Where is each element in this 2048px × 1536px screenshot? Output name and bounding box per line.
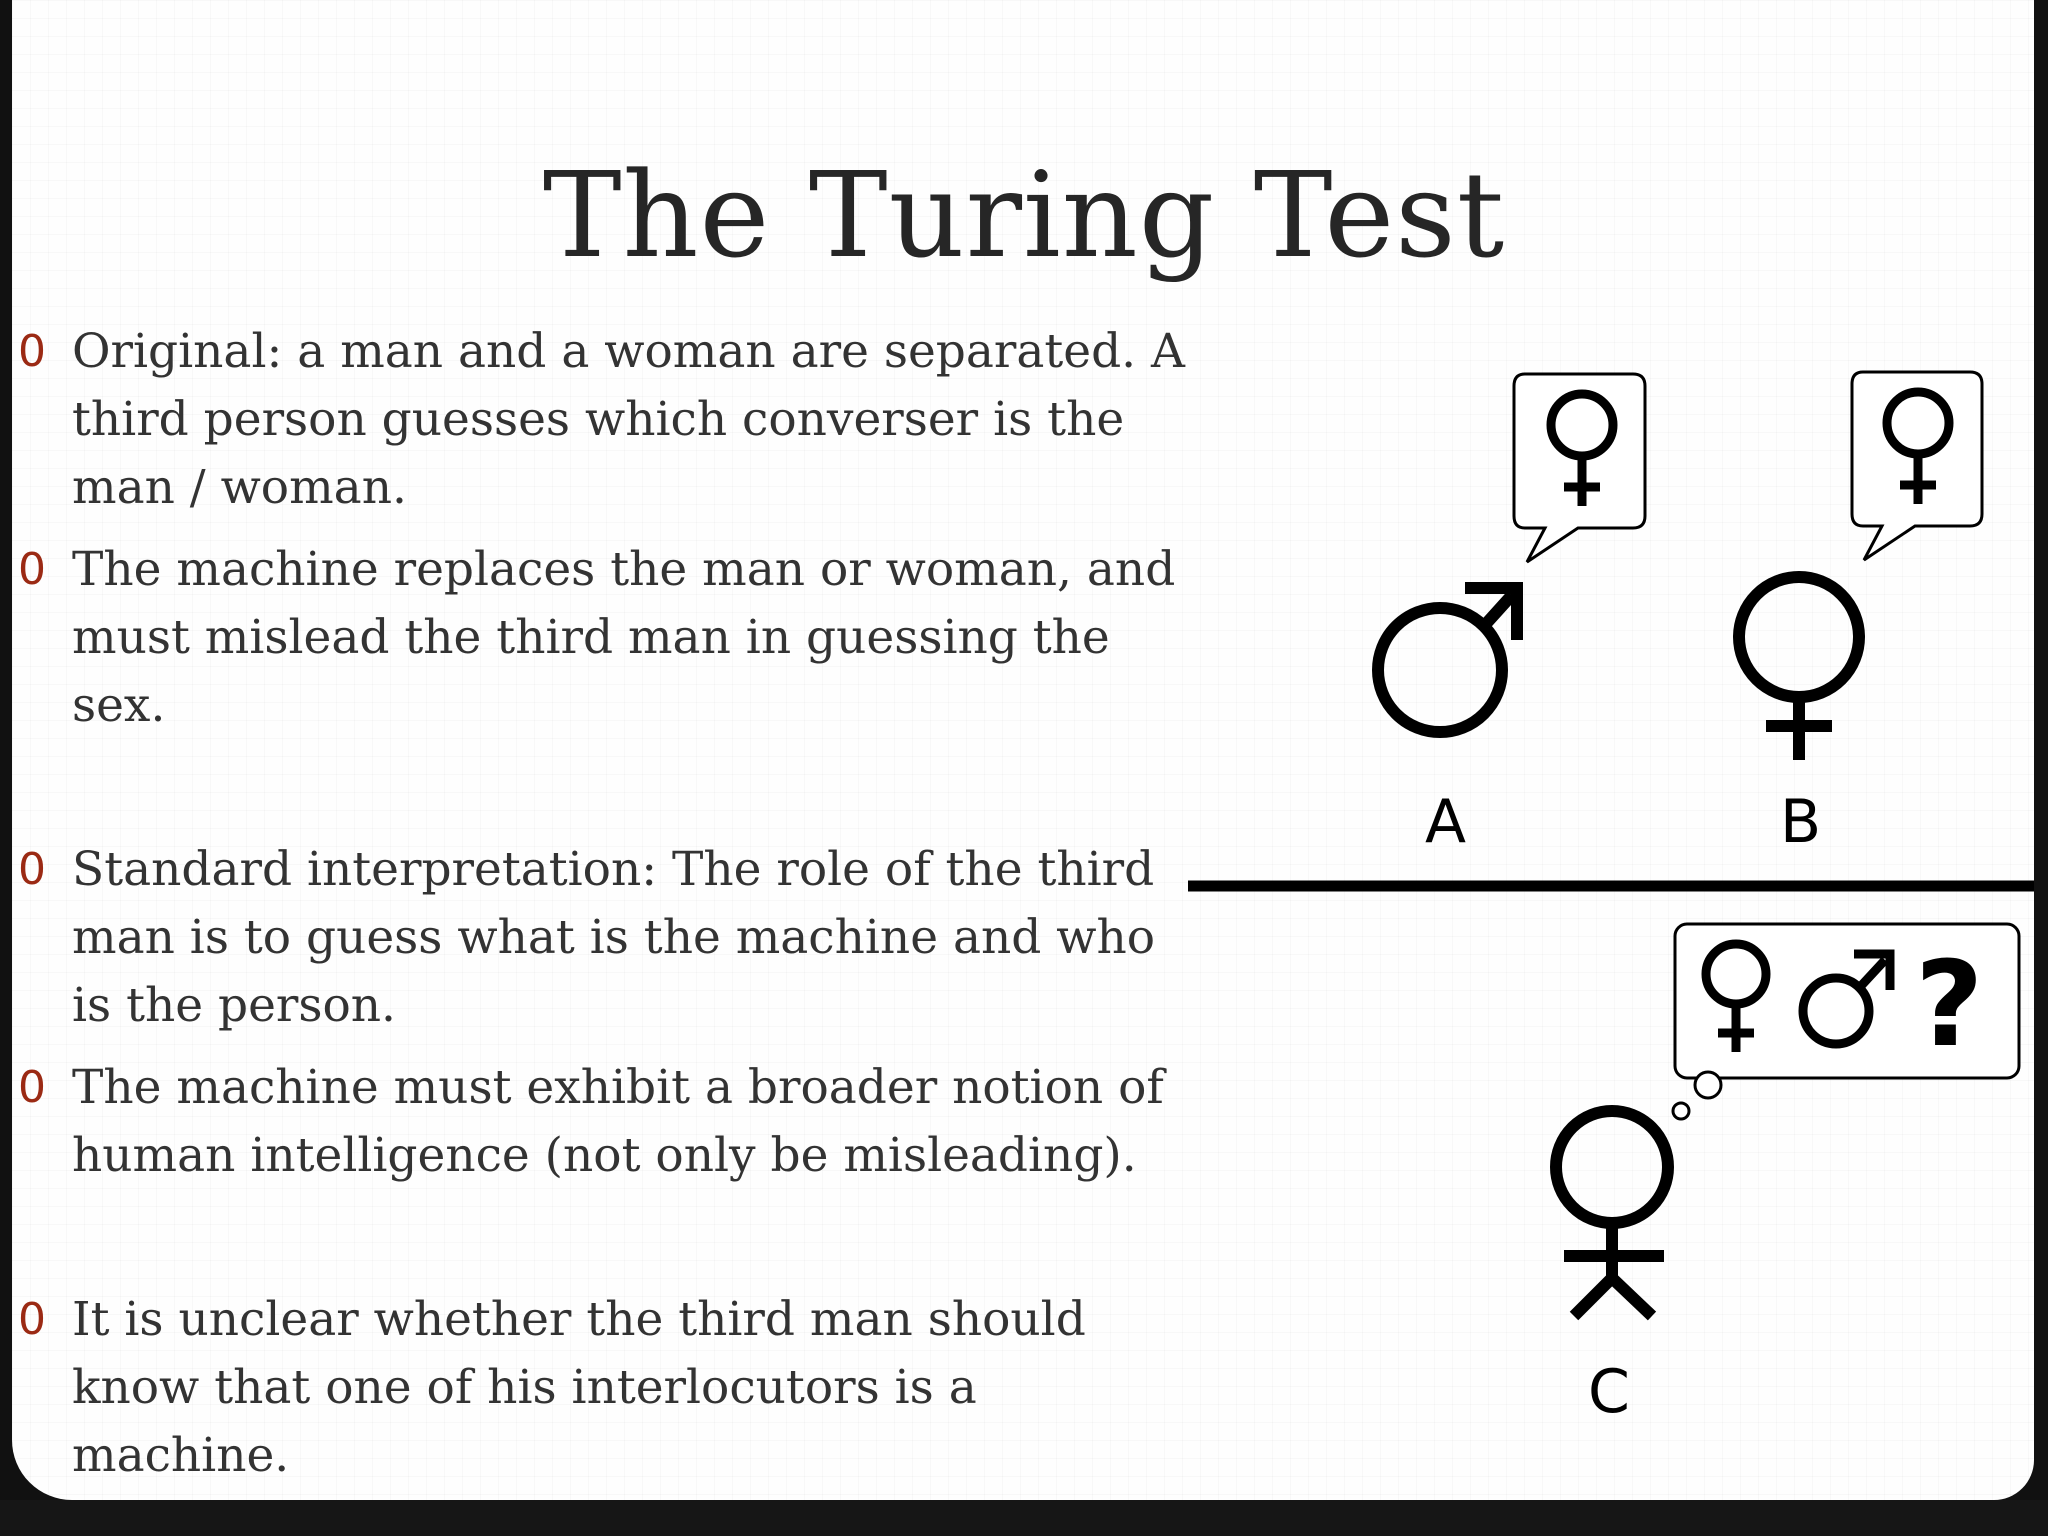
slide-frame-right (2034, 0, 2048, 1536)
male-symbol-icon (1372, 582, 1523, 738)
speech-bubble-icon (1512, 372, 1647, 564)
participant-a-label: A (1425, 787, 1466, 857)
bullet-marker: 0 (18, 844, 46, 895)
bullet-text: The machine replaces the man or woman, a… (72, 542, 1176, 733)
female-symbol-icon (1733, 571, 1865, 760)
participant-b-label: B (1780, 787, 1821, 857)
female-symbol-icon (1546, 389, 1618, 506)
bullet-item: 0 It is unclear whether the third man sh… (18, 1286, 1198, 1490)
slide-frame-bottom (0, 1500, 2048, 1536)
slide (12, 0, 2034, 1500)
slide-title: The Turing Test (542, 146, 1506, 284)
bullet-item: 0 The machine must exhibit a broader not… (18, 1054, 1198, 1190)
bullet-text: It is unclear whether the third man shou… (72, 1292, 1086, 1483)
bullet-marker: 0 (18, 544, 46, 595)
male-symbol-icon (1798, 949, 1895, 1049)
participant-c-label: C (1588, 1357, 1630, 1427)
speech-bubble-icon (1850, 370, 1984, 562)
bullet-marker: 0 (18, 1294, 46, 1345)
bullet-marker: 0 (18, 1062, 46, 1113)
bullet-item: 0 Original: a man and a woman are separa… (18, 318, 1198, 522)
bullet-marker: 0 (18, 326, 46, 377)
person-figure-icon (1550, 1105, 1674, 1321)
thought-bubble-icon: ? (1671, 922, 2021, 1121)
female-symbol-icon (1701, 939, 1771, 1052)
bullet-item: 0 The machine replaces the man or woman,… (18, 536, 1198, 740)
bullet-text: The machine must exhibit a broader notio… (72, 1060, 1164, 1183)
bullet-text: Original: a man and a woman are separate… (72, 324, 1185, 515)
bullet-text: Standard interpretation: The role of the… (72, 842, 1156, 1033)
question-mark: ? (1915, 935, 1983, 1073)
female-symbol-icon (1882, 387, 1954, 504)
bullet-item: 0 Standard interpretation: The role of t… (18, 836, 1198, 1040)
